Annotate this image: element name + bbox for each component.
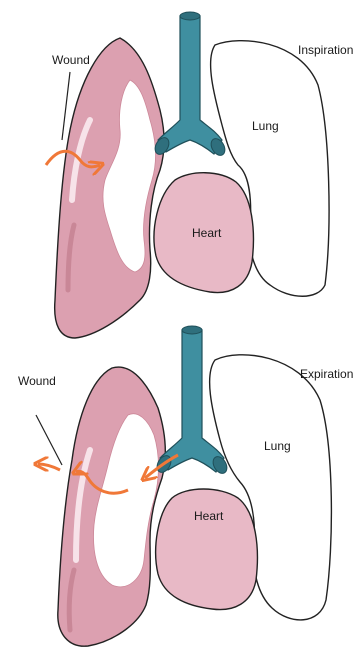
wound-line: [62, 72, 70, 140]
wound-label: Wound: [52, 53, 90, 67]
heart-label: Heart: [192, 226, 222, 240]
phase-label: Expiration: [300, 367, 353, 381]
lung-label: Lung: [252, 119, 279, 133]
heart: [156, 489, 258, 610]
outflow-arrow-outer: [38, 464, 60, 470]
phase-label: Inspiration: [298, 43, 353, 57]
lung-label: Lung: [264, 439, 291, 453]
wound-line: [36, 415, 62, 465]
expiration-panel: Wound Expiration Lung Heart: [18, 326, 353, 646]
wound-label: Wound: [18, 374, 56, 388]
heart-label: Heart: [194, 509, 224, 523]
inspiration-panel: Wound Inspiration Lung Heart: [46, 12, 353, 338]
